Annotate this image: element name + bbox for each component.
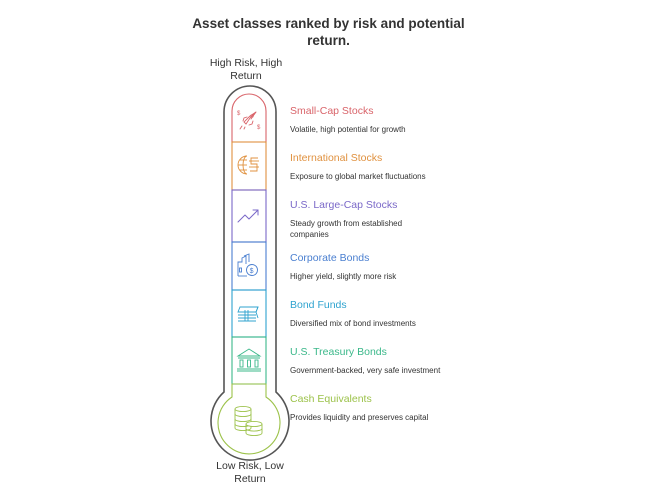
segment-small-cap: $ $ bbox=[231, 93, 267, 143]
low-risk-label: Low Risk, Low Return bbox=[195, 460, 305, 486]
asset-title: International Stocks bbox=[290, 152, 383, 164]
asset-item-international: International Stocks Exposure to global … bbox=[290, 152, 590, 182]
asset-description: Higher yield, slightly more risk bbox=[290, 272, 397, 281]
asset-description: Steady growth from established companies bbox=[290, 219, 403, 239]
coin-stacks-icon bbox=[234, 405, 263, 437]
segment-treasury bbox=[231, 336, 267, 385]
segment-bond-funds bbox=[231, 289, 267, 338]
asset-description: Provides liquidity and preserves capital bbox=[290, 413, 429, 422]
segment-cash bbox=[217, 383, 281, 455]
asset-title: Small-Cap Stocks bbox=[290, 105, 374, 117]
thermometer-outline bbox=[210, 85, 290, 461]
segment-large-cap bbox=[231, 189, 267, 243]
page-title: Asset classes ranked by risk and potenti… bbox=[0, 15, 657, 49]
title-line-2: return. bbox=[307, 33, 350, 48]
asset-item-corporate-bonds: Corporate Bonds Higher yield, slightly m… bbox=[290, 252, 590, 282]
factory-dollar-icon: $ bbox=[237, 253, 258, 277]
asset-title: Bond Funds bbox=[290, 299, 347, 311]
svg-text:$: $ bbox=[237, 111, 241, 117]
title-line-1: Asset classes ranked by risk and potenti… bbox=[192, 16, 465, 31]
globe-currency-icon bbox=[237, 155, 259, 175]
asset-description: Volatile, high potential for growth bbox=[290, 125, 406, 134]
asset-description: Diversified mix of bond investments bbox=[290, 319, 416, 328]
asset-description: Exposure to global market fluctuations bbox=[290, 172, 426, 181]
svg-text:$: $ bbox=[250, 268, 254, 275]
segment-corporate-bonds: $ bbox=[231, 241, 267, 291]
high-risk-label-line-1: High Risk, High bbox=[209, 57, 283, 69]
low-risk-label-line-2: Return bbox=[234, 473, 266, 485]
asset-item-large-cap: U.S. Large-Cap Stocks Steady growth from… bbox=[290, 199, 590, 240]
asset-item-treasury: U.S. Treasury Bonds Government-backed, v… bbox=[290, 346, 590, 376]
money-stack-icon bbox=[237, 306, 259, 322]
asset-title: Corporate Bonds bbox=[290, 252, 370, 264]
asset-title: Cash Equivalents bbox=[290, 393, 372, 405]
low-risk-label-line-1: Low Risk, Low bbox=[216, 460, 284, 472]
asset-item-bond-funds: Bond Funds Diversified mix of bond inves… bbox=[290, 299, 590, 329]
svg-text:$: $ bbox=[257, 125, 261, 131]
high-risk-label-line-2: Return bbox=[230, 70, 262, 82]
high-risk-label: High Risk, High Return bbox=[191, 57, 301, 83]
segment-international bbox=[231, 141, 267, 191]
asset-item-cash: Cash Equivalents Provides liquidity and … bbox=[290, 393, 590, 423]
asset-description: Government-backed, very safe investment bbox=[290, 366, 441, 375]
rocket-dollar-icon: $ $ bbox=[237, 111, 261, 131]
asset-title: U.S. Treasury Bonds bbox=[290, 346, 387, 358]
asset-title: U.S. Large-Cap Stocks bbox=[290, 199, 398, 211]
trend-up-icon bbox=[237, 209, 259, 223]
government-building-icon bbox=[236, 348, 262, 372]
asset-item-small-cap: Small-Cap Stocks Volatile, high potentia… bbox=[290, 105, 590, 135]
